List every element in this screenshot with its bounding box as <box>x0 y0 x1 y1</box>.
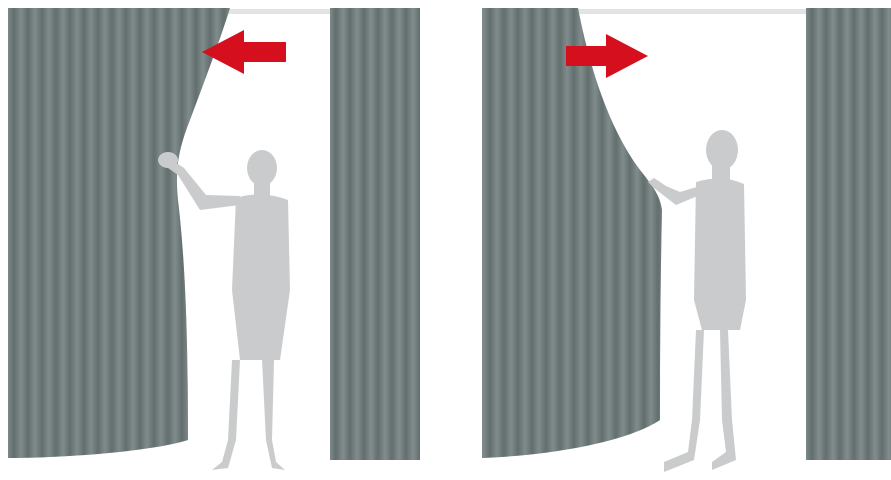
left-panel <box>8 8 420 470</box>
person-silhouette-right <box>648 130 746 472</box>
curtain-rod-right <box>575 9 815 14</box>
curtain-rod-left <box>215 9 335 14</box>
right-panel <box>482 8 891 472</box>
